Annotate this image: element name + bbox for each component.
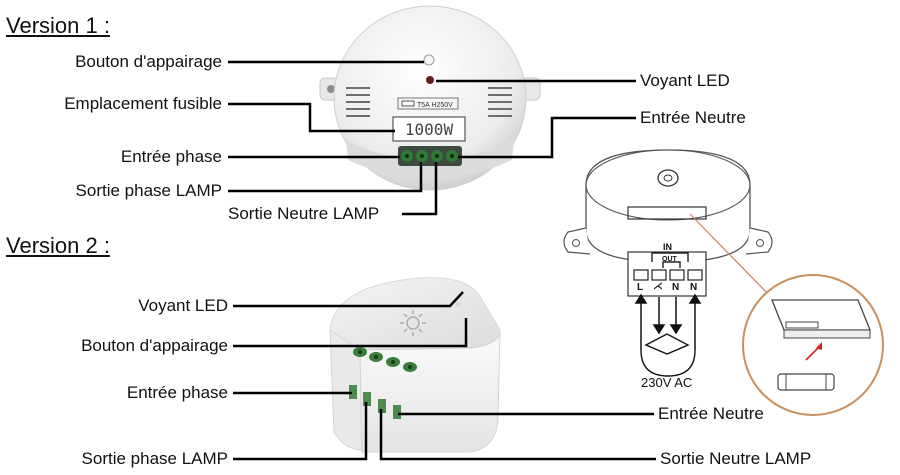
wiring-terminals <box>633 269 703 281</box>
fuse-cartridge <box>777 373 835 391</box>
wiring-terminal-mark-2: N <box>672 282 680 293</box>
v2-device <box>329 277 501 453</box>
wiring-top-screw-hole <box>663 174 673 182</box>
v1-device: T5A H250V 1000W <box>319 5 541 191</box>
v2-label-lamp-neutral-out: Sortie Neutre LAMP <box>660 449 812 468</box>
v1-label-fuse-slot: Emplacement fusible <box>64 94 222 113</box>
v2-line-led <box>233 291 464 308</box>
wiring-diagram <box>563 149 773 377</box>
v1-vents-right <box>488 87 512 117</box>
v1-label-lamp-phase-out: Sortie phase LAMP <box>75 181 222 200</box>
v2-line-lamp-phase <box>233 402 368 461</box>
v1-label-lamp-neutral-out: Sortie Neutre LAMP <box>228 204 380 223</box>
wiring-right-ear <box>745 227 773 255</box>
wiring-supply-loop <box>640 349 696 377</box>
v1-label-led: Voyant LED <box>640 71 730 90</box>
fuse-detail-circle <box>742 274 884 416</box>
v1-label-phase-in: Entrée phase <box>120 147 222 166</box>
v2-top-terminals <box>353 347 417 372</box>
v1-label-neutral-in: Entrée Neutre <box>640 108 746 127</box>
v1-rating-box <box>392 116 466 142</box>
v1-label-pairing-button: Bouton d'appairage <box>75 52 222 71</box>
fuse-detail <box>742 274 884 416</box>
v1-pairing-button <box>423 54 435 66</box>
v2-leader-lines <box>233 291 656 461</box>
v2-light-icon <box>400 310 426 336</box>
wiring-body-top <box>585 149 751 221</box>
v2-label-pairing-button: Bouton d'appairage <box>81 336 228 355</box>
v1-line-lamp-neutral <box>402 162 438 216</box>
v1-vents-left <box>346 87 370 117</box>
wiring-in-label: IN <box>663 242 672 252</box>
wiring-in-out-brackets <box>651 252 689 268</box>
v1-led <box>426 76 434 84</box>
v2-line-lamp-neutral <box>379 409 656 461</box>
fuse-red-arrowhead <box>816 342 822 350</box>
wiring-terminal-mark-1: L <box>637 282 644 293</box>
v2-top-face <box>329 277 501 351</box>
v2-led <box>455 301 461 307</box>
fuse-holder-slot <box>785 321 819 329</box>
v2-label-phase-in: Entrée phase <box>126 383 228 402</box>
v1-fuse-marking-box <box>397 97 459 110</box>
wiring-left-ear <box>563 227 591 255</box>
v1-line-lamp-phase <box>228 162 423 193</box>
wiring-callout-line <box>689 213 773 299</box>
wiring-supply-label: 230V AC <box>641 375 693 390</box>
v1-terminals <box>398 146 462 166</box>
wiring-lamp-mark-icon: ⋌ <box>653 281 663 292</box>
wiring-out-label: OUT <box>662 256 677 263</box>
v1-fuse-marking: T5A H250V <box>417 102 453 109</box>
v2-front-terminals <box>349 385 401 419</box>
v1-line-fuse <box>228 102 395 133</box>
wiring-lamp-symbol <box>644 333 690 355</box>
v2-line-pairing <box>233 318 468 348</box>
v2-label-led: Voyant LED <box>138 296 228 315</box>
v1-power-rating: 1000W <box>405 120 454 139</box>
v1-line-neutral-in <box>458 116 636 159</box>
v2-label-neutral-in: Entrée Neutre <box>658 404 764 423</box>
version1-heading: Version 1 : <box>6 13 110 38</box>
fuse-holder-base <box>783 329 871 339</box>
wiring-wires <box>634 293 702 350</box>
v1-fuse-symbol <box>401 100 415 107</box>
wiring-terminal-mark-3: N <box>690 282 698 293</box>
wiring-right-ear-hole <box>756 239 764 247</box>
wiring-left-ear-hole <box>572 239 580 247</box>
wiring-slot <box>627 206 707 220</box>
v1-leader-lines <box>228 60 636 216</box>
wiring-top-screw <box>657 169 679 187</box>
v1-body-skirt <box>346 140 514 179</box>
v2-label-lamp-phase-out: Sortie phase LAMP <box>81 449 228 468</box>
version2-heading: Version 2 : <box>6 233 110 258</box>
v1-left-ear-hole <box>327 85 335 93</box>
